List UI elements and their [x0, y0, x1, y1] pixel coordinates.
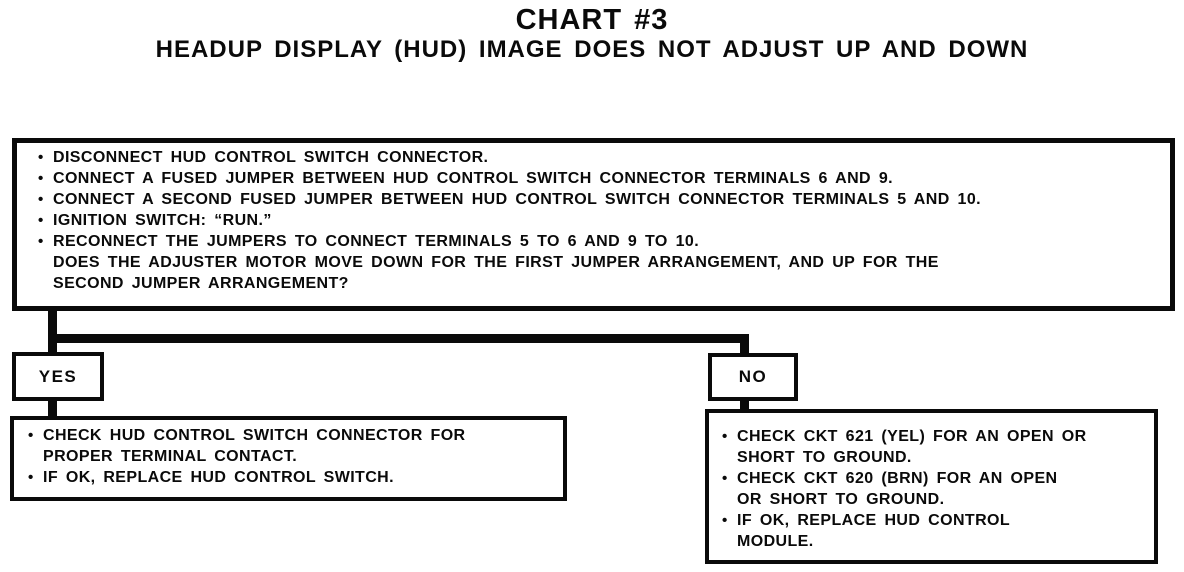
bullet-item: • DISCONNECT HUD CONTROL SWITCH CONNECTOR…	[38, 147, 1160, 168]
bullet-icon: •	[722, 512, 728, 529]
bullet-icon: •	[38, 170, 44, 187]
connector-vertical-left	[48, 308, 57, 354]
yes-connector-stub	[48, 399, 57, 418]
bullet-icon: •	[38, 149, 44, 166]
procedure-question: DOES THE ADJUSTER MOTOR MOVE DOWN FOR TH…	[53, 252, 1160, 294]
bullet-item: • RECONNECT THE JUMPERS TO CONNECT TERMIN…	[38, 231, 1160, 252]
page-title: CHART #3	[515, 4, 669, 36]
no-box: NO	[708, 353, 798, 401]
bullet-text: RECONNECT THE JUMPERS TO CONNECT TERMINA…	[53, 233, 700, 250]
bullet-text: IF OK, REPLACE HUD CONTROL SWITCH.	[43, 469, 394, 486]
yes-box: YES	[12, 352, 104, 401]
bullet-item: • IGNITION SWITCH: “RUN.”	[38, 210, 1160, 231]
connector-vertical-right	[740, 336, 749, 355]
bullet-item: • CONNECT A FUSED JUMPER BETWEEN HUD CONT…	[38, 168, 1160, 189]
text-line: DOES THE ADJUSTER MOTOR MOVE DOWN FOR TH…	[53, 254, 939, 271]
bullet-icon: •	[38, 212, 44, 229]
procedure-box: • DISCONNECT HUD CONTROL SWITCH CONNECTOR…	[12, 138, 1175, 311]
no-connector-stub	[740, 399, 749, 411]
bullet-icon: •	[38, 233, 44, 250]
bullet-text: DISCONNECT HUD CONTROL SWITCH CONNECTOR.	[53, 149, 489, 166]
bullet-icon: •	[28, 469, 34, 486]
connector-horizontal-bar	[48, 334, 749, 343]
procedure-bullet-list: • DISCONNECT HUD CONTROL SWITCH CONNECTOR…	[38, 147, 1160, 252]
page-subtitle: HEADUP DISPLAY (HUD) IMAGE DOES NOT ADJU…	[155, 36, 1029, 63]
bullet-icon: •	[38, 191, 44, 208]
bullet-text: IGNITION SWITCH: “RUN.”	[53, 212, 272, 229]
text-line: SECOND JUMPER ARRANGEMENT?	[53, 275, 349, 292]
bullet-item: • CONNECT A SECOND FUSED JUMPER BETWEEN H…	[38, 189, 1160, 210]
no-label: NO	[738, 367, 768, 386]
bullet-text: CONNECT A FUSED JUMPER BETWEEN HUD CONTR…	[53, 170, 893, 187]
bullet-icon: •	[722, 428, 728, 445]
bullet-icon: •	[28, 427, 34, 444]
yes-label: YES	[38, 366, 78, 386]
bullet-item: • IF OK, REPLACE HUD CONTROL SWITCH.	[28, 467, 555, 488]
bullet-text: CONNECT A SECOND FUSED JUMPER BETWEEN HU…	[53, 191, 981, 208]
bullet-icon: •	[722, 470, 728, 487]
